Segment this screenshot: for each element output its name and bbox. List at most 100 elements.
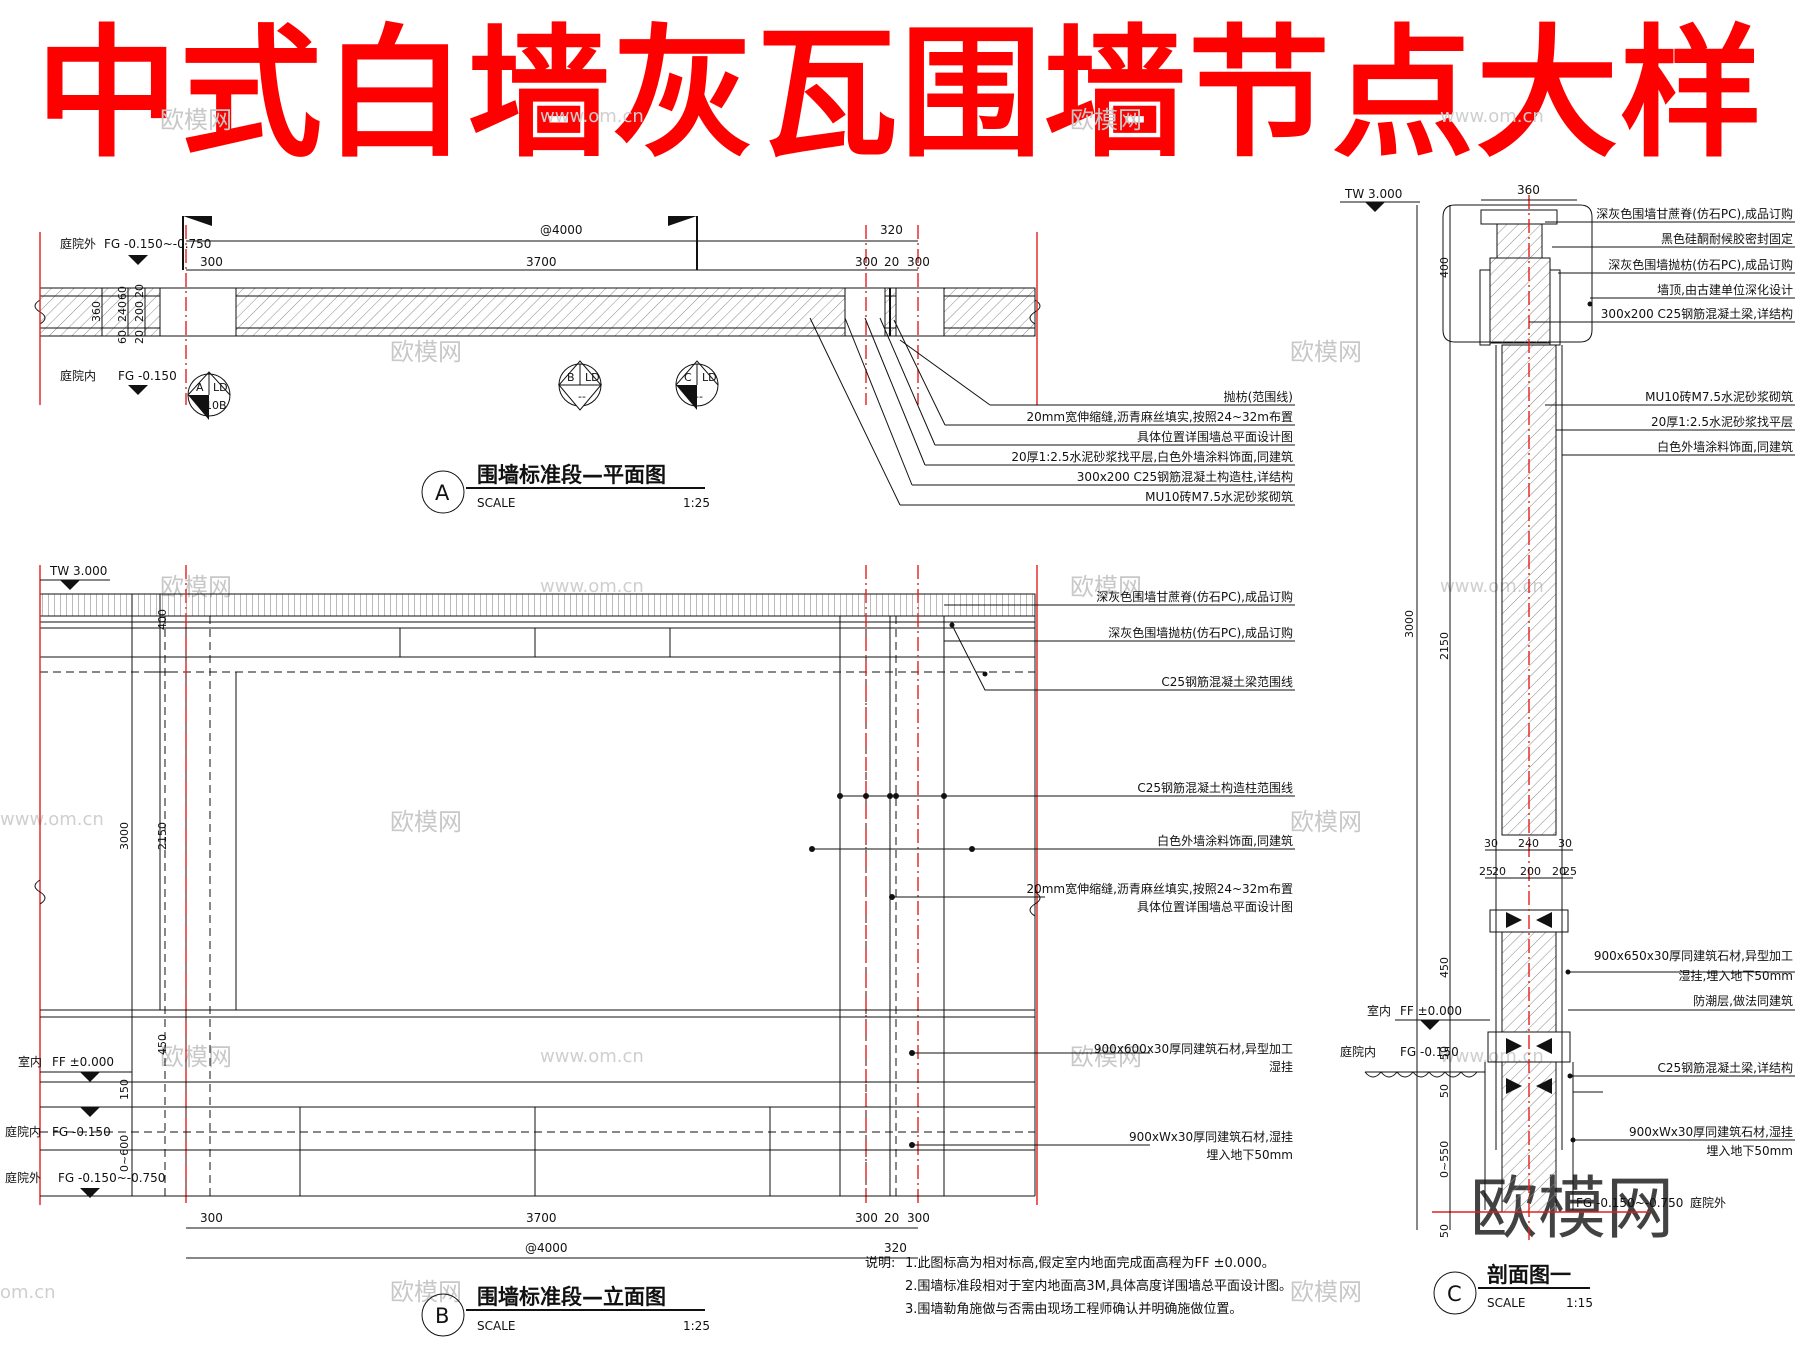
svg-text:LD: LD — [213, 381, 228, 394]
note: 900x650x30厚同建筑石材,异型加工 — [1594, 948, 1793, 963]
watermark: www.om.cn — [1440, 106, 1544, 127]
dim-200: 200 — [1520, 865, 1541, 878]
level-label: 庭院内 — [1340, 1044, 1376, 1059]
note: 湿挂 — [1269, 1059, 1293, 1074]
view-title: 剖面图一 — [1487, 1263, 1571, 1287]
dim-0-550: 0~550 — [1438, 1141, 1451, 1178]
note: 防潮层,做法同建筑 — [1693, 993, 1793, 1008]
dim-mid-seg: 3700 — [526, 1211, 557, 1225]
svg-text:LD: LD — [702, 371, 717, 384]
note: 白色外墙涂料饰面,同建筑 — [1657, 439, 1793, 454]
drawing-title: 中式白墙灰瓦围墙节点大样 — [36, 12, 1764, 177]
section-marker-c: C LD -- — [675, 360, 719, 410]
svg-text:A: A — [196, 381, 204, 394]
dim-50b: 50 — [1438, 1084, 1451, 1098]
dim-240: 240 — [116, 301, 129, 322]
dim-overall: @4000 — [540, 223, 583, 237]
watermark: 欧模网 — [1070, 573, 1142, 601]
dim-r1: 300 — [855, 1211, 878, 1225]
dim-top: 360 — [1517, 183, 1540, 197]
dim-150: 150 — [118, 1079, 131, 1100]
level-value: FG -0.150~-0.750 — [1576, 1196, 1683, 1210]
dim-360: 360 — [90, 301, 103, 322]
plan-column — [844, 287, 886, 337]
watermark: 欧模网 — [390, 808, 462, 836]
plan-column — [895, 287, 945, 337]
level-value: FG -0.150 — [118, 369, 177, 383]
section-marker-a: A LD 410B — [187, 371, 231, 420]
explanation-label: 说明: — [865, 1256, 895, 1271]
note: 20mm宽伸缩缝,沥青麻丝填实,按照24~32m布置 — [1026, 409, 1293, 424]
level-value: FG -0.150~-0.750 — [104, 237, 211, 251]
view-circle — [421, 1293, 465, 1337]
note: MU10砖M7.5水泥砂浆砌筑 — [1145, 489, 1293, 504]
watermark: www.om.cn — [0, 809, 104, 830]
dim-3000: 3000 — [1403, 610, 1416, 638]
note: 300x200 C25钢筋混凝土构造柱,详结构 — [1077, 469, 1293, 484]
note: 湿挂,埋入地下50mm — [1679, 968, 1793, 983]
note: 20mm宽伸缩缝,沥青麻丝填实,按照24~32m布置 — [1026, 881, 1293, 896]
watermark: 欧模网 — [1290, 808, 1362, 836]
dim-450: 450 — [1438, 957, 1451, 978]
watermark: www.om.cn — [540, 576, 644, 597]
dim-25b: 25 — [1563, 865, 1577, 878]
watermark: 欧模网 — [390, 1278, 462, 1306]
note: 900xWx30厚同建筑石材,湿挂 — [1629, 1124, 1793, 1139]
watermark: 欧模网 — [1290, 338, 1362, 366]
note: C25钢筋混凝土构造柱范围线 — [1137, 780, 1293, 795]
dim-400: 400 — [1438, 257, 1451, 278]
dim-20: 20 — [133, 284, 146, 298]
note: C25钢筋混凝土梁,详结构 — [1658, 1060, 1793, 1075]
level-label: 庭院外 — [5, 1170, 41, 1185]
section-view: TW 3.000 360 400 3000 2150 450 50 50 0~5… — [1340, 183, 1795, 1315]
dim-3000: 3000 — [118, 822, 131, 850]
level-label: 庭院外 — [1690, 1195, 1726, 1210]
watermark: 欧模网 — [160, 106, 232, 134]
watermark: 欧模网 — [160, 1043, 232, 1071]
section-marker-b: B LD -- — [557, 360, 603, 411]
scale-label: SCALE — [1487, 1296, 1525, 1310]
note: 900x600x30厚同建筑石材,异型加工 — [1094, 1041, 1293, 1056]
watermark: 欧模网 — [390, 338, 462, 366]
svg-text:LD: LD — [585, 371, 600, 384]
note: 深灰色围墙甘蔗脊(仿石PC),成品订购 — [1596, 206, 1793, 221]
level-value: FG -0.150~-0.750 — [58, 1171, 165, 1185]
svg-text:--: -- — [695, 390, 703, 403]
watermark: www.om.cn — [540, 106, 644, 127]
dim-20b: 20 — [1552, 865, 1566, 878]
explanation-notes: 说明: 1.此图标高为相对标高,假定室内地面完成面高程为FF ±0.000。 2… — [865, 1255, 1292, 1317]
dim-2150: 2150 — [1438, 632, 1451, 660]
note: 抛枋(范围线) — [1224, 389, 1293, 404]
svg-text:B: B — [567, 371, 575, 384]
dim-400: 400 — [156, 609, 169, 630]
dim-r3: 300 — [907, 1211, 930, 1225]
explanation-item: 1.此图标高为相对标高,假定室内地面完成面高程为FF ±0.000。 — [905, 1255, 1275, 1271]
scale-label: SCALE — [477, 1319, 515, 1333]
view-letter: C — [1447, 1282, 1462, 1306]
dim-50: 50 — [1438, 1046, 1451, 1060]
dim-2150: 2150 — [156, 822, 169, 850]
watermark: www.om.cn — [540, 1046, 644, 1067]
note: 具体位置详围墙总平面设计图 — [1137, 429, 1293, 444]
scale-value: 1:25 — [683, 496, 710, 510]
explanation-item: 3.围墙勒角施做与否需由现场工程师确认并明确施做位置。 — [905, 1302, 1242, 1317]
view-letter: A — [435, 481, 450, 505]
watermarks: 欧模网 www.om.cn 欧模网 www.om.cn 欧模网 欧模网 欧模网 … — [0, 106, 1674, 1306]
dim-450: 450 — [156, 1034, 169, 1055]
note: 埋入地下50mm — [1206, 1148, 1293, 1162]
view-letter: B — [435, 1304, 449, 1328]
level-label: 室内 — [18, 1054, 42, 1069]
note: 墙顶,由古建单位深化设计 — [1657, 282, 1793, 297]
view-circle — [421, 470, 465, 514]
scale-label: SCALE — [477, 496, 515, 510]
dim-60: 60 — [116, 286, 129, 300]
note: 深灰色围墙甘蔗脊(仿石PC),成品订购 — [1096, 589, 1293, 604]
note: C25钢筋混凝土梁范围线 — [1161, 674, 1293, 689]
dim-r3: 300 — [907, 255, 930, 269]
note: 白色外墙涂料饰面,同建筑 — [1157, 833, 1293, 848]
level-label: 庭院内 — [5, 1124, 41, 1139]
dim-50c: 50 — [1438, 1224, 1451, 1238]
explanation-item: 2.围墙标准段相对于室内地面高3M,具体高度详围墙总平面设计图。 — [905, 1278, 1292, 1294]
dim-r2: 20 — [884, 1211, 899, 1225]
